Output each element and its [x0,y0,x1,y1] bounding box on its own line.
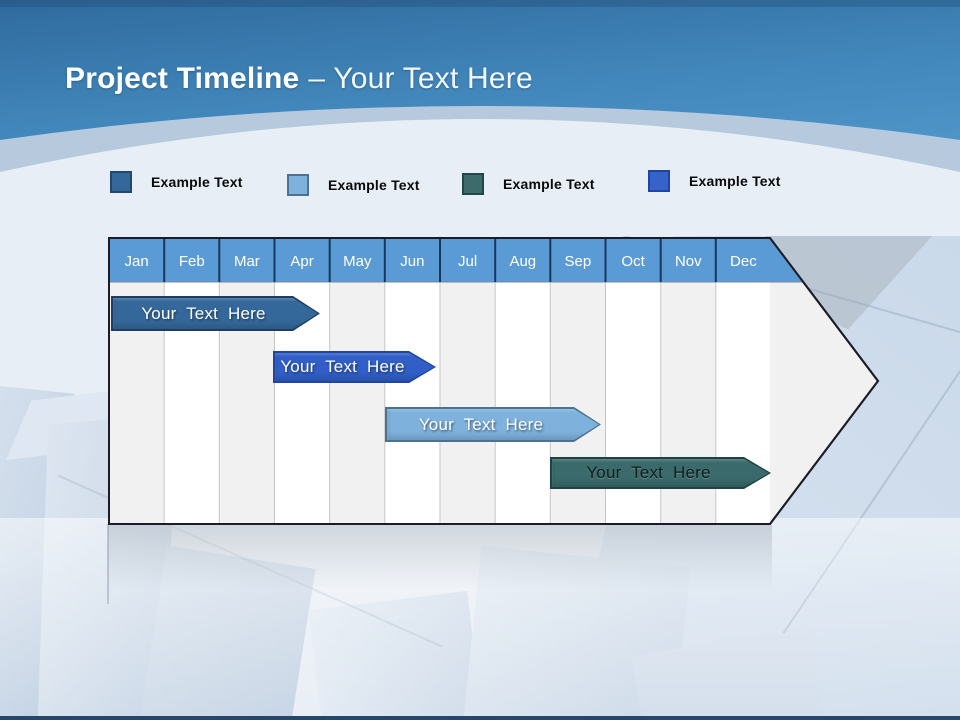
month-header-dividers [163,239,717,282]
bottom-edge-bar [0,716,960,720]
bar-label: Your Text Here [280,357,405,376]
month-label: Dec [730,253,757,270]
month-label: Mar [234,253,260,270]
month-label: Oct [621,253,645,270]
legend-label: Example Text [328,177,420,193]
timeline-bar-3: Your Text Here [385,407,601,442]
bar-label: Your Text Here [418,414,544,434]
month-label: Nov [675,253,702,270]
month-label: Feb [179,253,205,270]
bar-label: Your Text Here [586,463,711,482]
bar-fill [552,459,769,487]
timeline-bar-4: Your Text Here [550,457,771,489]
legend-label: Example Text [503,176,595,192]
table-reflection [108,525,772,589]
legend-swatch-icon [110,171,132,193]
timeline-bar-2: Your Text Here [273,351,436,383]
month-header-band [109,238,803,282]
month-label: Apr [290,253,313,270]
bar-fill [387,409,599,440]
header-top-edge [0,0,960,7]
legend-swatch-icon [287,174,309,196]
legend-label: Example Text [689,173,781,189]
bar-fill [113,298,318,329]
header-curve-graphic [0,0,960,236]
bar-fill [275,353,434,381]
floor-reflection-haze [0,518,960,720]
legend-swatch-icon [648,170,670,192]
month-label: Jul [458,253,477,270]
legend-swatch-icon [462,173,484,195]
month-label: Aug [509,253,536,270]
title-primary: Project Timeline [65,62,300,95]
timeline-chart: Jan Feb Mar Apr May Jun Jul Aug Sep Oct … [108,237,880,589]
table-reflection-line [107,524,109,604]
legend-item-3: Example Text [462,173,595,195]
page-title: Project Timeline– Your Text Here [65,62,533,96]
legend-label: Example Text [151,174,243,190]
timeline-bar-1: Your Text Here [111,296,320,331]
month-label: Sep [565,253,592,270]
timeline-arrow-outline [108,237,880,525]
timeline-grid-graphic: Jan Feb Mar Apr May Jun Jul Aug Sep Oct … [108,237,880,525]
legend-item-4: Example Text [648,170,781,192]
title-secondary: – Your Text Here [308,62,533,95]
legend-item-2: Example Text [287,174,420,196]
month-label: Jun [400,253,424,270]
month-label: Jan [125,253,149,270]
bar-label: Your Text Here [141,303,266,323]
month-label: May [343,253,372,270]
legend-item-1: Example Text [110,171,243,193]
